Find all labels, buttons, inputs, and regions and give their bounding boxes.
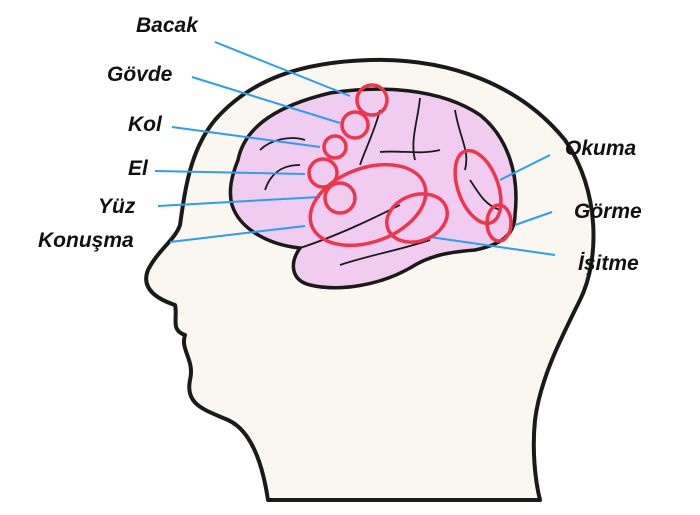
label-govde: Gövde [107, 63, 173, 86]
label-okuma: Okuma [565, 137, 637, 160]
region-el [307, 157, 339, 189]
region-isitme [385, 192, 449, 244]
label-el: El [128, 157, 148, 180]
label-yuz: Yüz [98, 195, 136, 218]
label-kol: Kol [128, 113, 162, 136]
label-gorme: Görme [574, 200, 642, 223]
region-bacak [355, 83, 389, 117]
region-konusma [308, 162, 428, 248]
region-kol [322, 134, 348, 160]
region-gorme [485, 203, 513, 243]
region-govde [340, 110, 370, 140]
label-isitme: İşitme [578, 252, 639, 275]
region-yuz [323, 181, 357, 215]
label-bacak: Bacak [136, 14, 198, 37]
leader-lines [154, 41, 556, 256]
region-okuma [453, 148, 503, 226]
label-konusma: Konuşma [38, 229, 134, 252]
